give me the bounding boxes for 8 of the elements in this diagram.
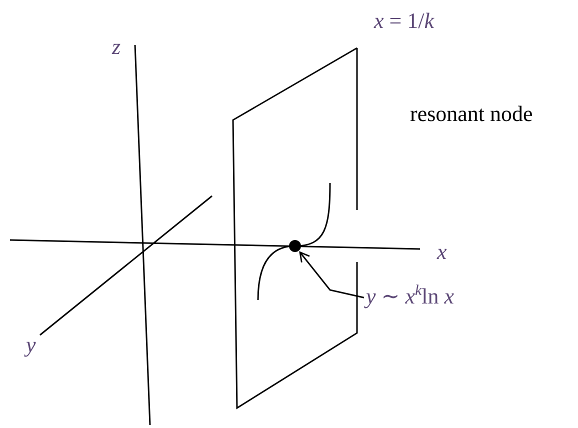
formula-label: y ∼ x$^{k}$ln x (366, 284, 454, 308)
axis-label: x (437, 241, 447, 263)
axis-label: z (112, 36, 121, 58)
curve-label: resonant node (410, 103, 533, 125)
axis-label: y (26, 334, 36, 356)
plane-equation-label: x = 1/k (374, 10, 434, 32)
leader-line (299, 252, 364, 298)
resonant-node-dot (289, 240, 301, 252)
